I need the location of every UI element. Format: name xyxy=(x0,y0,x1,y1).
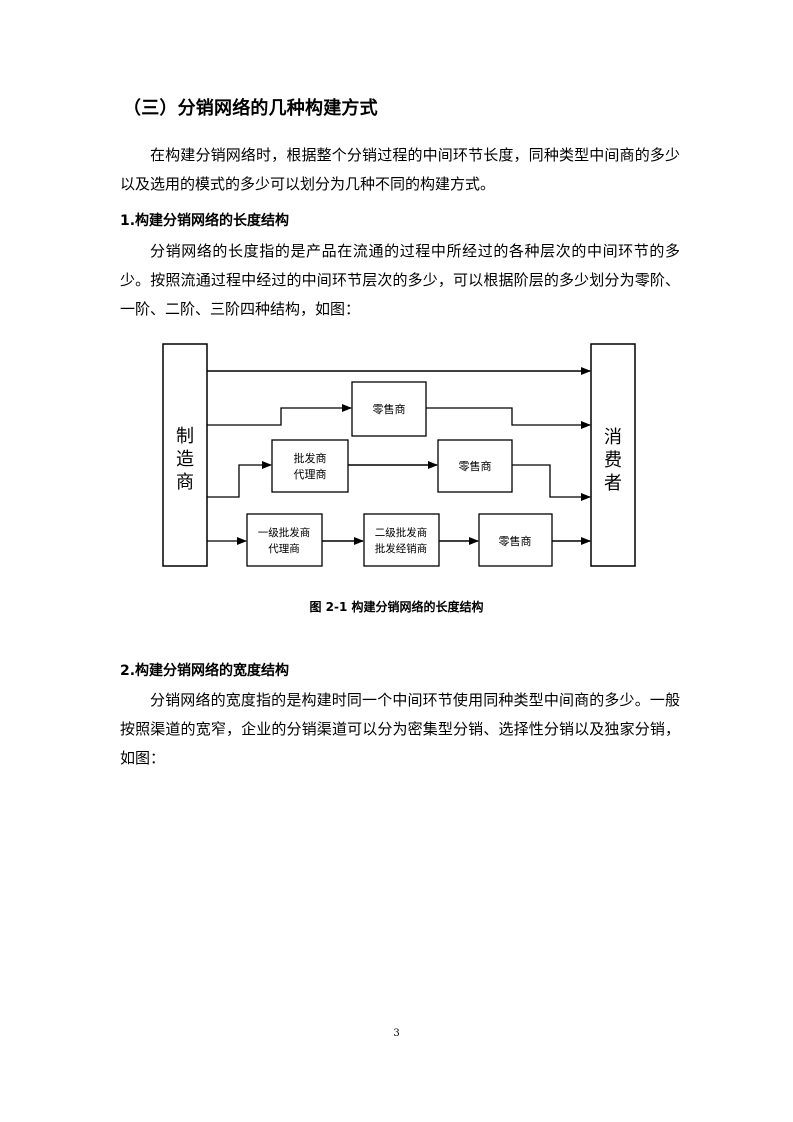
arrow-row2-to-consumer xyxy=(512,464,591,501)
page-number: 3 xyxy=(393,1028,400,1039)
row3-wholesaler1-line1: 一级批发商 xyxy=(258,526,311,539)
manufacturer-box: 制 造 商 xyxy=(162,343,208,567)
row3-wholesaler2-box: 二级批发商 批发经销商 xyxy=(363,513,440,567)
row1-retailer-label: 零售商 xyxy=(373,402,406,416)
row3-wholesaler2-line1: 二级批发商 xyxy=(375,526,428,539)
arrow-to-row1-retailer xyxy=(207,404,352,426)
manufacturer-char-1: 制 xyxy=(176,426,194,447)
row2-retailer-box: 零售商 xyxy=(437,439,513,493)
consumer-char-3: 者 xyxy=(604,473,622,494)
row3-wholesaler2-line2: 批发经销商 xyxy=(375,542,428,555)
row2-wholesaler-box: 批发商 代理商 xyxy=(271,439,349,493)
part2-paragraph: 分销网络的宽度指的是构建时同一个中间环节使用同种类型中间商的多少。一般按照渠道的… xyxy=(120,691,680,767)
row3-wholesaler1-box: 一级批发商 代理商 xyxy=(246,513,323,567)
part1-paragraph: 分销网络的长度指的是产品在流通的过程中所经过的各种层次的中间环节的多少。按照流通… xyxy=(120,242,680,318)
consumer-char-1: 消 xyxy=(604,427,622,448)
row2-wholesaler-line1: 批发商 xyxy=(294,451,327,465)
consumer-char-2: 费 xyxy=(604,450,622,471)
arrow-row1-to-consumer xyxy=(426,407,591,429)
row2-retailer-label: 零售商 xyxy=(459,459,492,473)
section-heading: （三）分销网络的几种构建方式 xyxy=(123,98,378,119)
row2-wholesaler-line2: 代理商 xyxy=(294,467,327,481)
row1-retailer-box: 零售商 xyxy=(351,381,427,437)
intro-paragraph: 在构建分销网络时，根据整个分销过程的中间环节长度，同种类型中间商的多少以及选用的… xyxy=(120,146,680,193)
part2-title: 2.构建分销网络的宽度结构 xyxy=(120,663,290,679)
row3-retailer-label: 零售商 xyxy=(499,534,532,548)
manufacturer-char-2: 造 xyxy=(176,449,194,470)
part1-title: 1.构建分销网络的长度结构 xyxy=(120,213,290,229)
row3-retailer-box: 零售商 xyxy=(478,513,553,567)
manufacturer-char-3: 商 xyxy=(176,472,194,493)
consumer-box: 消 费 者 xyxy=(590,343,636,567)
row3-wholesaler1-line2: 代理商 xyxy=(268,542,300,555)
arrow-to-row2-wholesaler xyxy=(207,461,272,498)
figure-caption: 图 2-1 构建分销网络的长度结构 xyxy=(309,600,484,614)
